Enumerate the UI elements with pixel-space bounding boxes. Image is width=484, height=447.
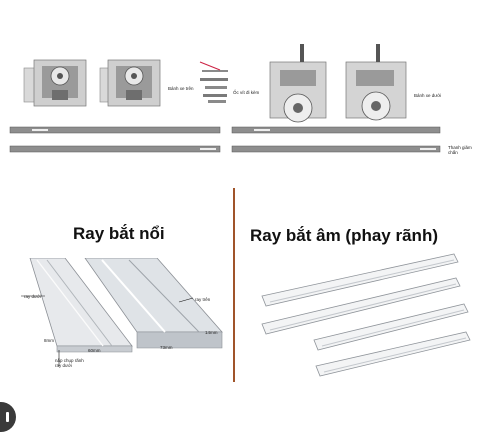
circle-mark [6, 412, 9, 422]
label-ray-tren: ray trên [195, 297, 211, 302]
label-banh-xe-duoi: Bánh xe dưới [414, 93, 442, 98]
dim-73mm: 73mm [160, 345, 173, 350]
label-thanh-giam-chan: Thanh giảm chấn [448, 145, 472, 155]
damper-bars [9, 126, 441, 153]
vertical-divider [233, 188, 235, 382]
bottom-roller-left [269, 44, 327, 123]
top-roller-right [99, 59, 161, 107]
right-title: Ray bắt âm (phay rãnh) [250, 226, 438, 245]
dim-60mm: 60mm [88, 348, 101, 353]
dim-14mm: 14mm [205, 330, 218, 335]
bottom-roller-right [345, 44, 407, 121]
dim-8mm: 8mm [44, 338, 54, 343]
surface-mounted-rail-illustration [21, 258, 223, 366]
label-nap-chup: nắp chụp rãnh ray dưới [55, 358, 84, 368]
left-title: Ray bắt nổi [73, 224, 165, 243]
label-ray-duoi: ray dưới [24, 294, 41, 299]
label-banh-xe-tren: Bánh xe trên [168, 86, 194, 91]
screws-pile [199, 61, 228, 103]
top-roller-left [23, 59, 87, 107]
hardware-kit-illustration [9, 44, 441, 153]
label-oc-vit-di-kem: Ốc vít đi kèm [233, 90, 260, 95]
recessed-rail-illustration [261, 253, 471, 377]
